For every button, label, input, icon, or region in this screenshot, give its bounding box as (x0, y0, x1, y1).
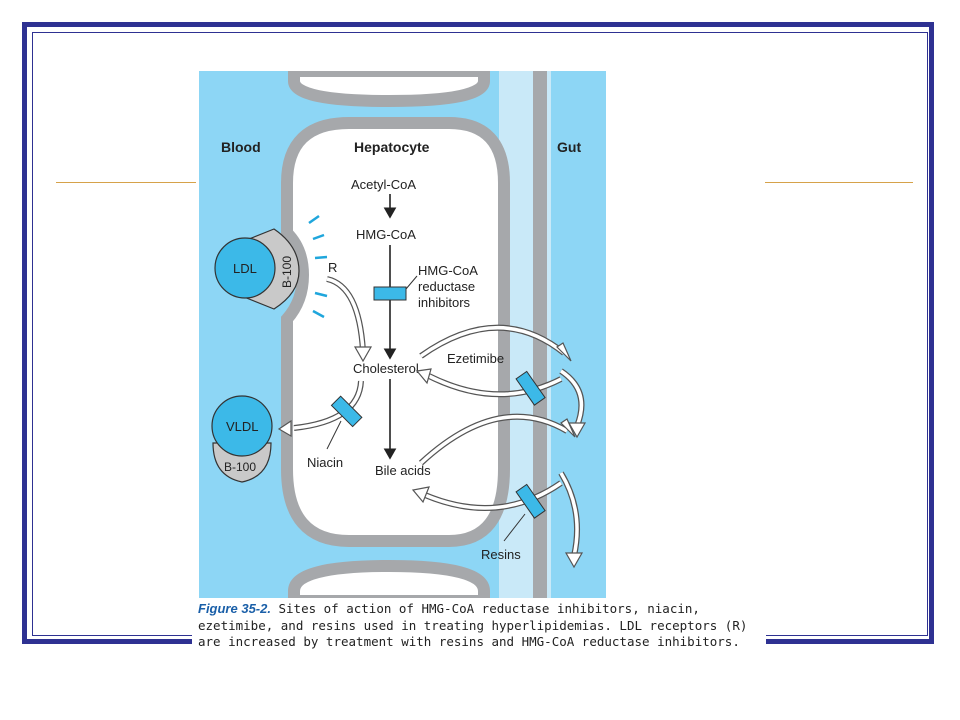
statin-label-2: reductase (418, 279, 475, 294)
ldl-receptor-rays (308, 214, 328, 319)
ezetimibe-label: Ezetimibe (447, 351, 504, 366)
vldl-secretion-arrowhead (277, 419, 292, 438)
ezetimibe-block (515, 370, 546, 406)
gut-to-cholesterol-arrowhead (415, 368, 432, 385)
title-rule-left (56, 182, 196, 183)
hmg-coa-label: HMG-CoA (356, 227, 416, 242)
statin-leader (405, 275, 418, 290)
figure-caption-text: Sites of action of HMG-CoA reductase inh… (198, 601, 748, 649)
vldl-label: VLDL (226, 419, 259, 434)
statin-block (373, 286, 407, 301)
acetyl-coa-label: Acetyl-CoA (351, 177, 416, 192)
resins-label: Resins (481, 547, 521, 562)
cholesterol-to-gut-arrowhead (556, 342, 572, 362)
upper-cell-edge (288, 71, 490, 108)
vldl-b100-label: B-100 (224, 460, 256, 474)
niacin-leader (326, 420, 342, 450)
gut-to-bile-arrowhead (411, 486, 430, 504)
bile-acids-label: Bile acids (375, 463, 431, 478)
vldl-particle (211, 395, 273, 457)
lower-cell-edge (288, 559, 490, 601)
title-rule-right (765, 182, 913, 183)
resins-block (515, 483, 546, 519)
statin-label-1: HMG-CoA (418, 263, 478, 278)
receptor-label: R (328, 260, 337, 275)
gut-to-cholesterol-arrow-fill (428, 374, 562, 396)
resins-leader (503, 513, 526, 542)
lipid-drug-diagram: Blood Hepatocyte Gut LDL B-100 R VLDL B-… (199, 71, 606, 601)
hepatocyte-label: Hepatocyte (354, 139, 430, 155)
niacin-block (330, 395, 363, 428)
bile-excretion-arrow-fill (559, 472, 579, 557)
blood-label: Blood (221, 139, 261, 155)
bile-to-gut-arrowhead (560, 418, 576, 438)
ldl-label: LDL (233, 261, 257, 276)
ldl-uptake-arrow-fill (326, 277, 365, 352)
bile-to-gut-arrow-fill (419, 414, 568, 465)
figure-caption: Figure 35-2. Sites of action of HMG-CoA … (192, 598, 766, 650)
niacin-label: Niacin (307, 455, 343, 470)
figure-label: Figure 35-2. (198, 601, 271, 616)
cholesterol-excretion-arrow-fill (560, 369, 584, 427)
ldl-particle (214, 237, 276, 299)
statin-label-3: inhibitors (418, 295, 471, 310)
cholesterol-excretion-arrowhead (567, 422, 587, 439)
gut-to-bile-arrow-fill (424, 481, 562, 510)
cholesterol-to-gut-arrow-fill (419, 326, 566, 358)
cholesterol-label: Cholesterol (353, 361, 419, 376)
bile-excretion-arrowhead (564, 552, 584, 569)
ldl-b100-label: B-100 (280, 256, 294, 288)
gut-label: Gut (557, 139, 581, 155)
ldl-uptake-arrowhead (353, 346, 373, 363)
